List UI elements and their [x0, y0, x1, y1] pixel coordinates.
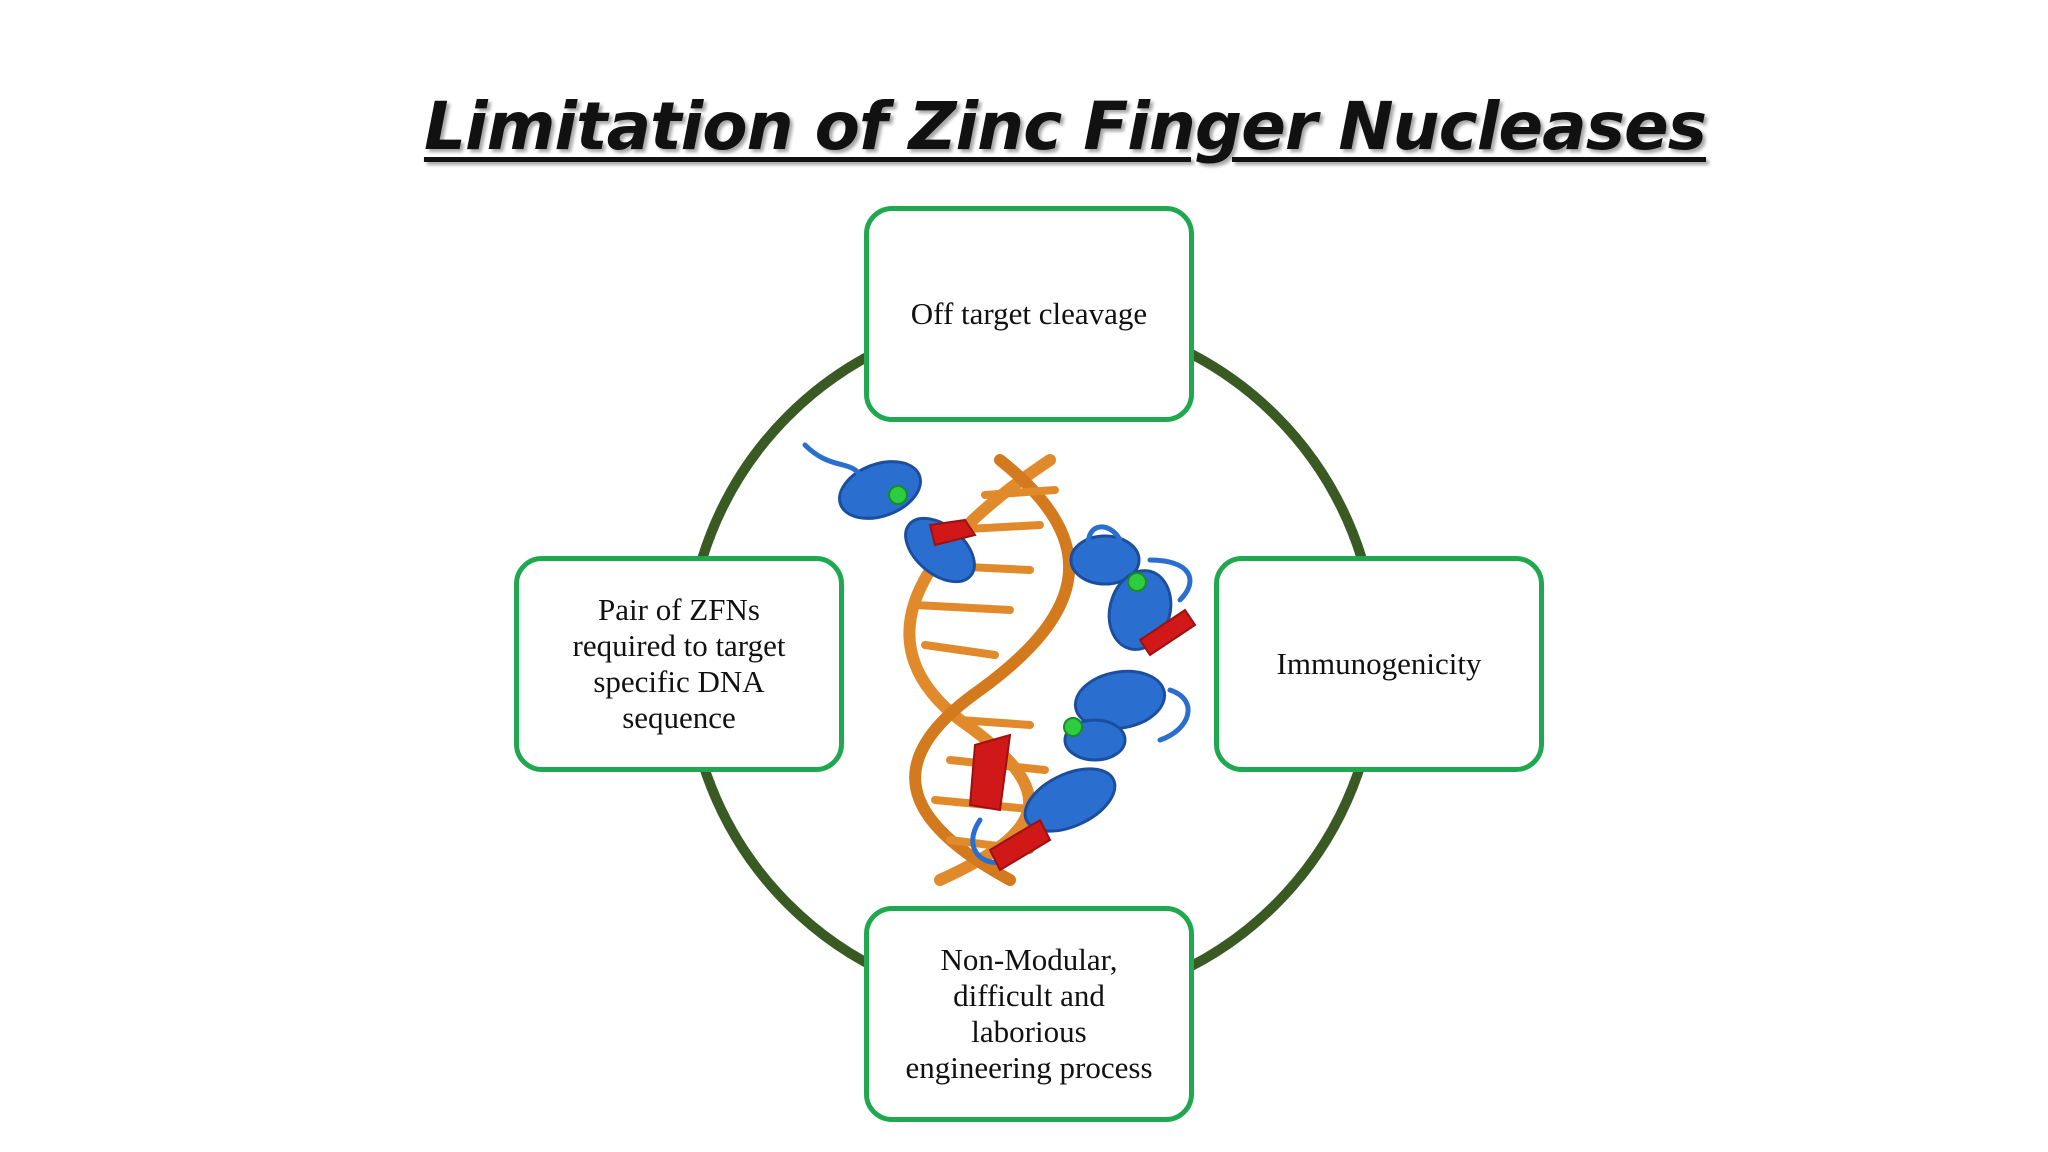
dna-backbone-strand-2 [909, 454, 1076, 886]
page-title: Limitation of Zinc Finger Nucleases [423, 88, 1707, 165]
limitation-text-off-target: Off target cleavage [910, 296, 1148, 331]
protein-beta-strands [928, 518, 1197, 872]
limitation-text-immunogenicity: Immunogenicity [1276, 646, 1482, 681]
limitation-box-non-modular: Non-Modular, difficult and laborious eng… [864, 906, 1194, 1122]
limitation-text-non-modular: Non-Modular, difficult and laborious eng… [905, 942, 1153, 1085]
limitation-text-pair-of-zfns: Pair of ZFNs required to target specific… [572, 592, 786, 735]
limitation-box-immunogenicity: Immunogenicity [1214, 556, 1544, 772]
limitation-box-pair-of-zfns: Pair of ZFNs required to target specific… [514, 556, 844, 772]
protein-alpha-helices [838, 460, 1173, 833]
limitation-box-off-target: Off target cleavage [864, 206, 1194, 422]
zinc-finger-dna-structure-image [802, 442, 1197, 886]
zinc-ions [888, 485, 1147, 737]
